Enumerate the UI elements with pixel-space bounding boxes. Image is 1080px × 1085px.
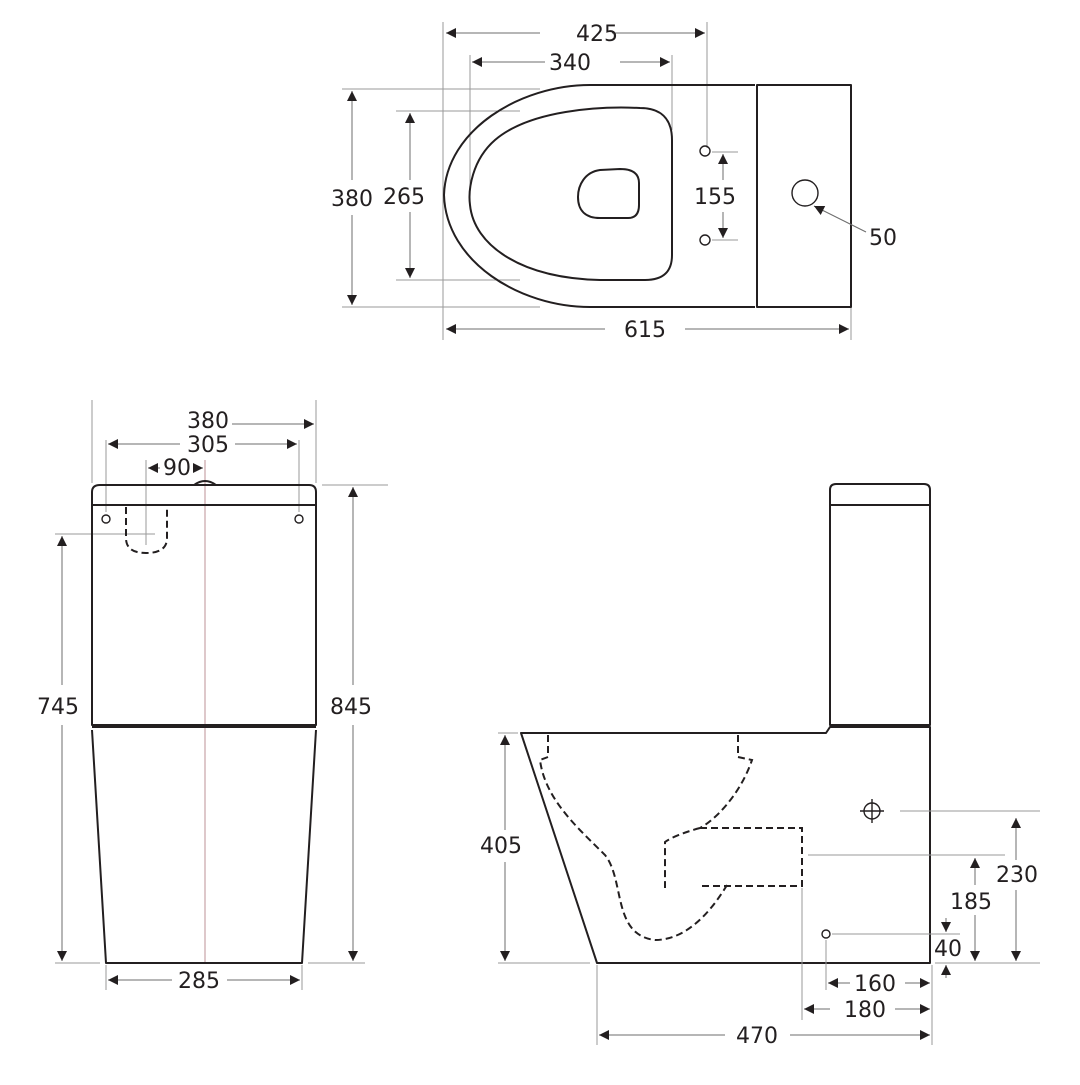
- trapway-hidden-line: [699, 735, 754, 829]
- dim-label-470: 470: [736, 1024, 778, 1049]
- fixing-hole-icon: [101, 514, 111, 524]
- fixing-hole-icon: [821, 929, 831, 939]
- dim-label-380: 380: [331, 187, 373, 212]
- inlet-hidden-line: [125, 507, 168, 555]
- outlet-hidden-line: [664, 827, 701, 888]
- dim-label-615: 615: [624, 318, 666, 343]
- dim-label-180: 180: [844, 998, 886, 1023]
- front-view: 380 305 90 745 845 285: [37, 400, 388, 994]
- dim-label-380: 380: [187, 409, 229, 434]
- bowl-rim-outline: [443, 84, 755, 308]
- hinge-hole-icon: [699, 234, 711, 246]
- dim-label-50: 50: [869, 226, 897, 251]
- dim-label-160: 160: [854, 972, 896, 997]
- dim-label-845: 845: [330, 695, 372, 720]
- dim-label-425: 425: [576, 22, 618, 47]
- dim-label-745: 745: [37, 695, 79, 720]
- dim-label-340: 340: [549, 51, 591, 76]
- fixing-hole-icon: [294, 514, 304, 524]
- outlet-hidden-line: [700, 827, 803, 887]
- cistern-outline: [91, 484, 317, 726]
- dim-label-305: 305: [187, 433, 229, 458]
- plan-view: 425 340 380 265 155 50 615: [331, 22, 897, 343]
- bowl-opening-outline: [577, 168, 640, 219]
- dim-label-90: 90: [163, 456, 191, 481]
- pan-outline: [520, 726, 931, 964]
- cistern-outline: [829, 483, 931, 726]
- cistern-outline: [756, 84, 852, 308]
- pan-outline: [91, 729, 317, 964]
- trapway-hidden-line: [538, 735, 728, 942]
- dim-label-185: 185: [950, 890, 992, 915]
- dim-label-285: 285: [178, 969, 220, 994]
- dim-label-405: 405: [480, 834, 522, 859]
- flush-button-icon: [791, 179, 819, 207]
- leader-line: [813, 205, 867, 233]
- hinge-hole-icon: [699, 145, 711, 157]
- dim-label-155: 155: [694, 185, 736, 210]
- dim-label-265: 265: [383, 185, 425, 210]
- side-view: 405 230 185 40 160 180 470: [480, 483, 1040, 1049]
- dim-label-40: 40: [934, 937, 962, 962]
- dim-label-230: 230: [996, 863, 1038, 888]
- flush-button-icon: [193, 480, 217, 486]
- seat-outline: [468, 106, 673, 281]
